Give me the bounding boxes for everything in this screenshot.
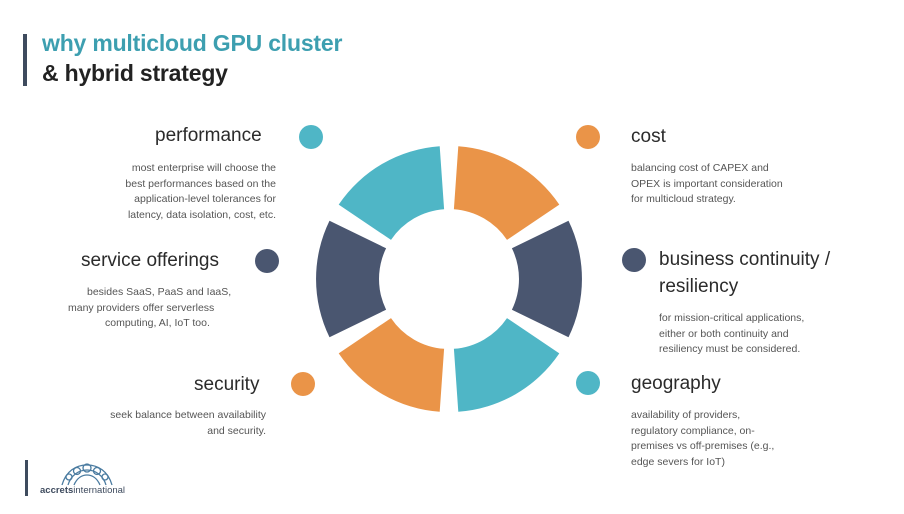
accrets-logo-icon xyxy=(61,463,113,486)
desc-line: regulatory compliance, on- xyxy=(631,424,755,437)
geography-dot-icon xyxy=(576,371,600,395)
logo-accent-bar xyxy=(25,460,28,496)
geography-description: availability of providers, regulatory co… xyxy=(631,408,831,470)
ring-segment-security xyxy=(338,318,445,412)
desc-line: latency, data isolation, cost, etc. xyxy=(127,208,276,221)
cost-heading: cost xyxy=(631,126,666,147)
desc-line: OPEX is important consideration xyxy=(631,177,783,190)
service-offerings-description: besides SaaS, PaaS and IaaS, many provid… xyxy=(68,285,268,332)
logo-text-bold: accrets xyxy=(40,485,74,496)
desc-line: computing, AI, IoT too. xyxy=(105,317,210,329)
service-offerings-heading: service offerings xyxy=(81,250,219,271)
ring-segment-cost xyxy=(453,146,560,240)
performance-heading: performance xyxy=(155,125,262,146)
security-heading: security xyxy=(194,374,260,395)
desc-line: best performances based on the xyxy=(125,177,276,190)
desc-line: resiliency must be considered. xyxy=(659,343,801,355)
desc-line: seek balance between availability xyxy=(110,409,266,421)
continuity-description: for mission-critical applications, eithe… xyxy=(659,311,859,358)
performance-description: most enterprise will choose the best per… xyxy=(80,161,276,223)
ring-segment-continuity xyxy=(511,220,582,338)
security-description: seek balance between availability and se… xyxy=(70,408,266,439)
continuity-dot-icon xyxy=(622,248,646,272)
desc-line: edge severs for IoT) xyxy=(631,455,725,468)
ring-segment-service xyxy=(316,220,387,338)
continuity-heading: business continuity / resiliency xyxy=(659,246,830,300)
title-accent-bar xyxy=(23,34,27,86)
desc-line: for multicloud strategy. xyxy=(631,193,736,205)
desc-line: balancing cost of CAPEX and xyxy=(631,162,769,174)
security-dot-icon xyxy=(291,372,315,396)
ring-segment-performance xyxy=(338,146,445,240)
desc-line: besides SaaS, PaaS and IaaS, xyxy=(87,286,232,298)
logo-text-rest: international xyxy=(73,485,126,496)
heading-line: business continuity / xyxy=(659,249,831,270)
ring-segment-geography xyxy=(453,318,560,412)
service-offerings-dot-icon xyxy=(255,249,279,273)
desc-line: premises vs off-premises (e.g., xyxy=(631,440,775,452)
slide-subtitle: & hybrid strategy xyxy=(42,60,228,86)
geography-heading: geography xyxy=(631,373,721,394)
desc-line: either or both continuity and xyxy=(659,327,789,340)
desc-line: most enterprise will choose the xyxy=(131,162,276,174)
desc-line: and security. xyxy=(207,424,266,437)
desc-line: application-level tolerances for xyxy=(134,193,276,205)
slide-title: why multicloud GPU cluster xyxy=(42,30,343,56)
cost-description: balancing cost of CAPEX and OPEX is impo… xyxy=(631,161,831,208)
heading-line: resiliency xyxy=(659,276,739,297)
company-logo-text: accretsinternational xyxy=(40,485,125,496)
desc-line: availability of providers, xyxy=(631,409,741,421)
cost-dot-icon xyxy=(576,125,600,149)
desc-line: for mission-critical applications, xyxy=(659,312,805,324)
performance-dot-icon xyxy=(299,125,323,149)
desc-line: many providers offer serverless xyxy=(68,301,215,314)
